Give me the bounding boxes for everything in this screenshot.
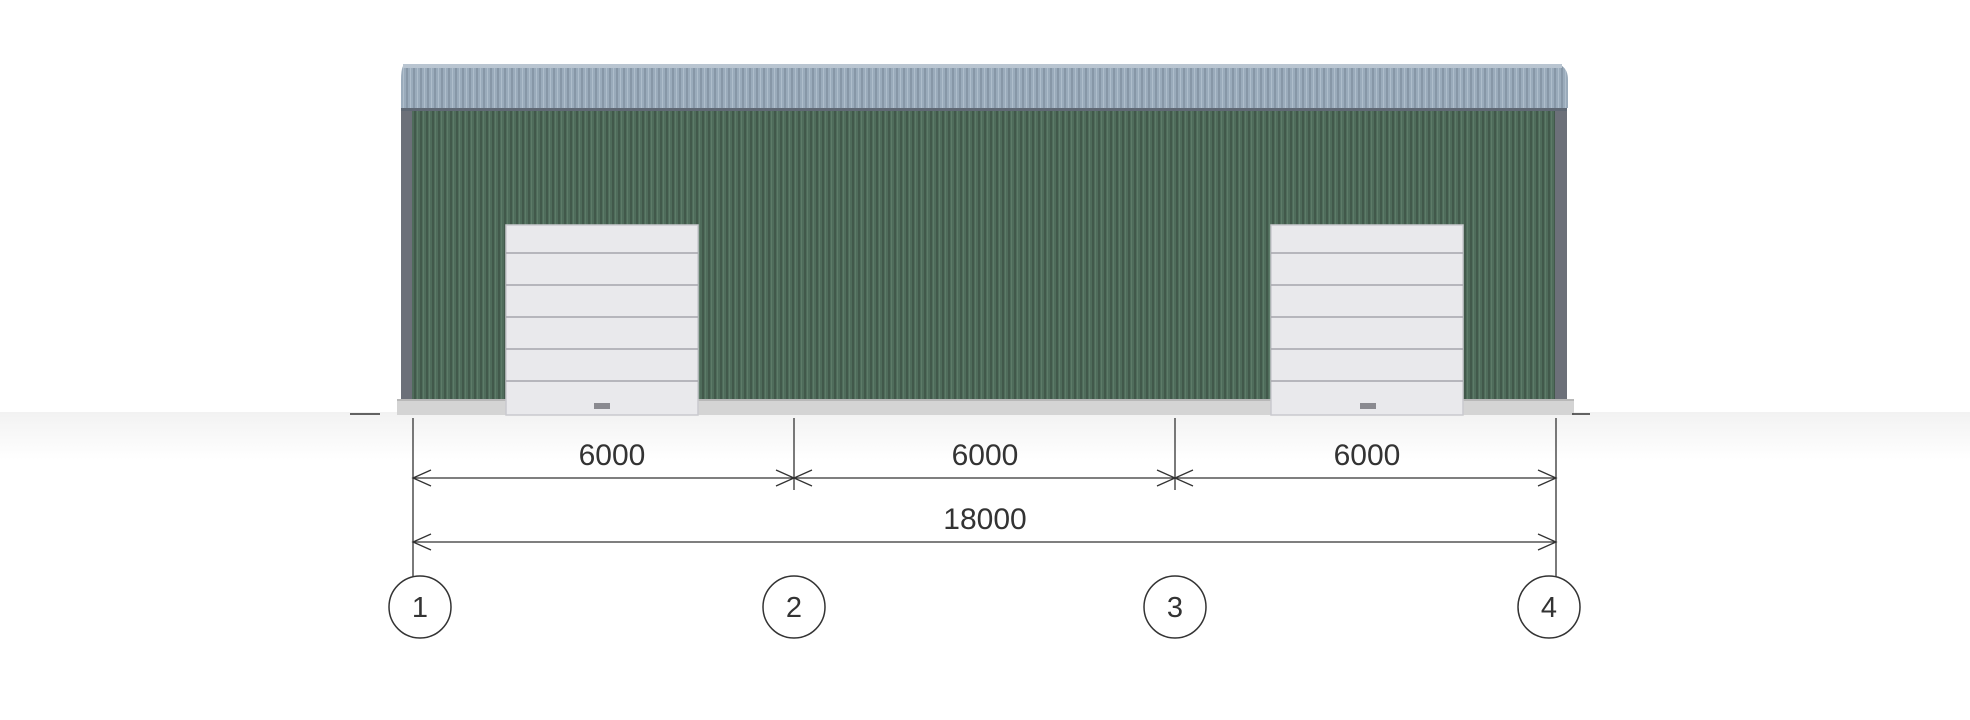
span-label-1: 6000 bbox=[579, 439, 646, 472]
axis-bubble-4: 4 bbox=[1517, 575, 1581, 639]
right-frame-column bbox=[1555, 106, 1567, 400]
axis-label-3: 3 bbox=[1167, 592, 1183, 624]
door-handle-right bbox=[1360, 403, 1376, 409]
axis-bubble-1: 1 bbox=[388, 575, 452, 639]
span-label-3: 6000 bbox=[1334, 439, 1401, 472]
total-span-label: 18000 bbox=[943, 503, 1026, 536]
foundation-edge bbox=[397, 399, 1574, 401]
arrow-span3-end bbox=[1537, 469, 1558, 487]
span-label-2: 6000 bbox=[952, 439, 1019, 472]
roof-ridge-edge bbox=[403, 64, 1562, 68]
arrow-total-end bbox=[1537, 533, 1558, 551]
left-frame-column bbox=[401, 106, 413, 400]
axis-bubble-3: 3 bbox=[1143, 575, 1207, 639]
axis-label-2: 2 bbox=[786, 592, 802, 624]
arrow-span3-start bbox=[1173, 469, 1194, 487]
axis-bubble-2: 2 bbox=[762, 575, 826, 639]
axis-label-1: 1 bbox=[412, 592, 428, 624]
arrow-span1-start bbox=[411, 469, 432, 487]
axis-label-4: 4 bbox=[1541, 592, 1557, 624]
overhead-door-right bbox=[1270, 224, 1464, 416]
arrow-total-start bbox=[411, 533, 432, 551]
door-handle-left bbox=[594, 403, 610, 409]
roof-panel bbox=[401, 66, 1568, 108]
arrow-span2-start bbox=[792, 469, 813, 487]
overhead-door-left bbox=[505, 224, 699, 416]
ground-shade bbox=[0, 412, 1970, 460]
